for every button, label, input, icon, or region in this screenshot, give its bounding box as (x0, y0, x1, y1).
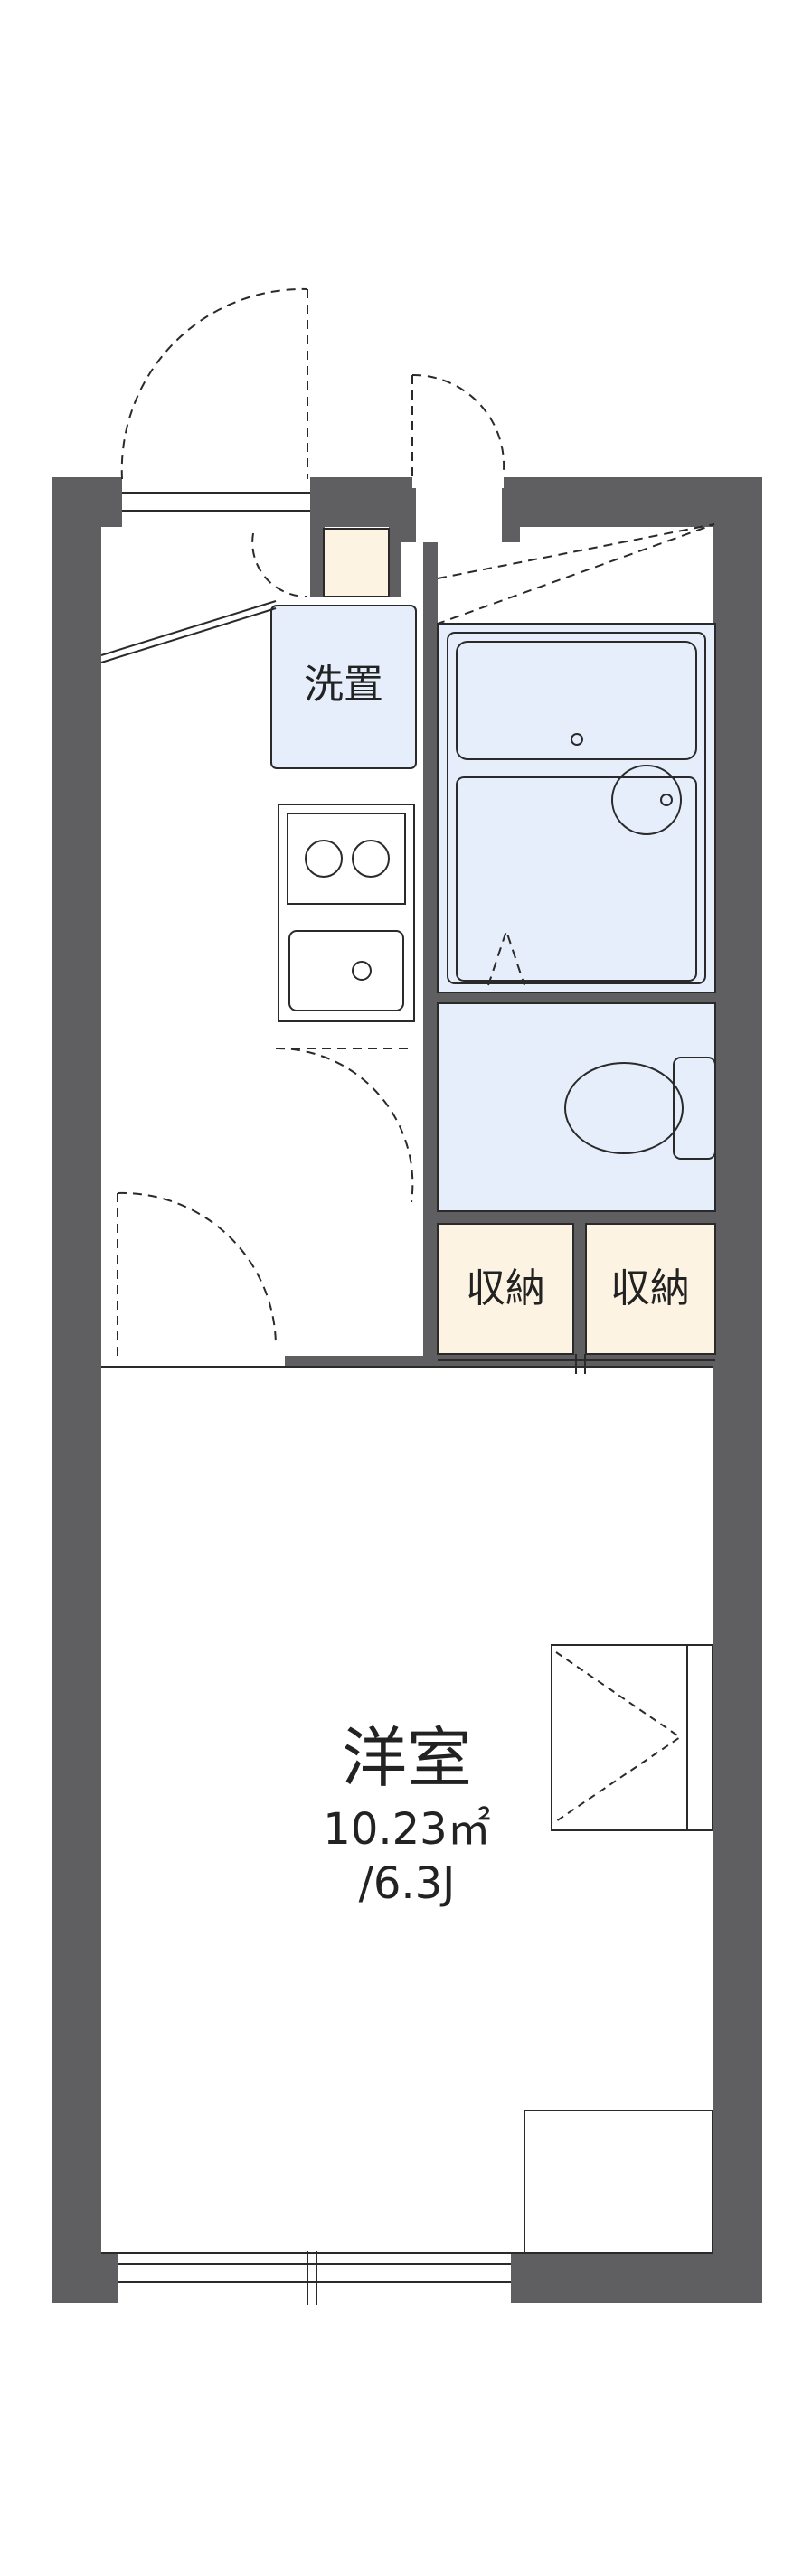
interior-walls (285, 524, 715, 1368)
western-room-name: 洋室 (342, 1720, 472, 1796)
storage-left (437, 1223, 574, 1355)
drain-icon (571, 733, 583, 746)
washer-label: 洗置 (304, 662, 383, 708)
shower-floor (456, 776, 697, 982)
sink-drain-icon (352, 961, 372, 981)
toilet-tank (673, 1057, 716, 1160)
washer-space (270, 605, 417, 769)
door-swings (117, 287, 715, 1356)
bathtub-outer (447, 632, 706, 984)
stove-burner-left-icon (305, 840, 343, 878)
storage-right (585, 1223, 716, 1355)
closet-in-room (551, 1644, 713, 1831)
kitchen-sink (288, 930, 404, 1011)
stove-burner-right-icon (352, 840, 390, 878)
toilet-room (437, 1002, 716, 1212)
western-room-size: /6.3J (359, 1858, 456, 1909)
room-lines (100, 492, 715, 2305)
storage-left-label: 収納 (466, 1265, 545, 1312)
wet-areas (270, 605, 716, 1212)
washer-box (323, 528, 390, 597)
room-labels: 洗置 収納 収納 洋室 10.23㎡ /6.3J (304, 662, 690, 1909)
storage-right-label: 収納 (610, 1265, 690, 1312)
bathroom (437, 623, 716, 993)
exterior-walls (52, 477, 762, 2303)
kitchen-counter (278, 804, 415, 1022)
storage-closets (437, 1223, 716, 1355)
wash-basin (611, 765, 682, 835)
bathtub (456, 641, 697, 760)
western-room-area: 10.23㎡ (323, 1804, 490, 1855)
toilet-bowl (564, 1062, 684, 1154)
